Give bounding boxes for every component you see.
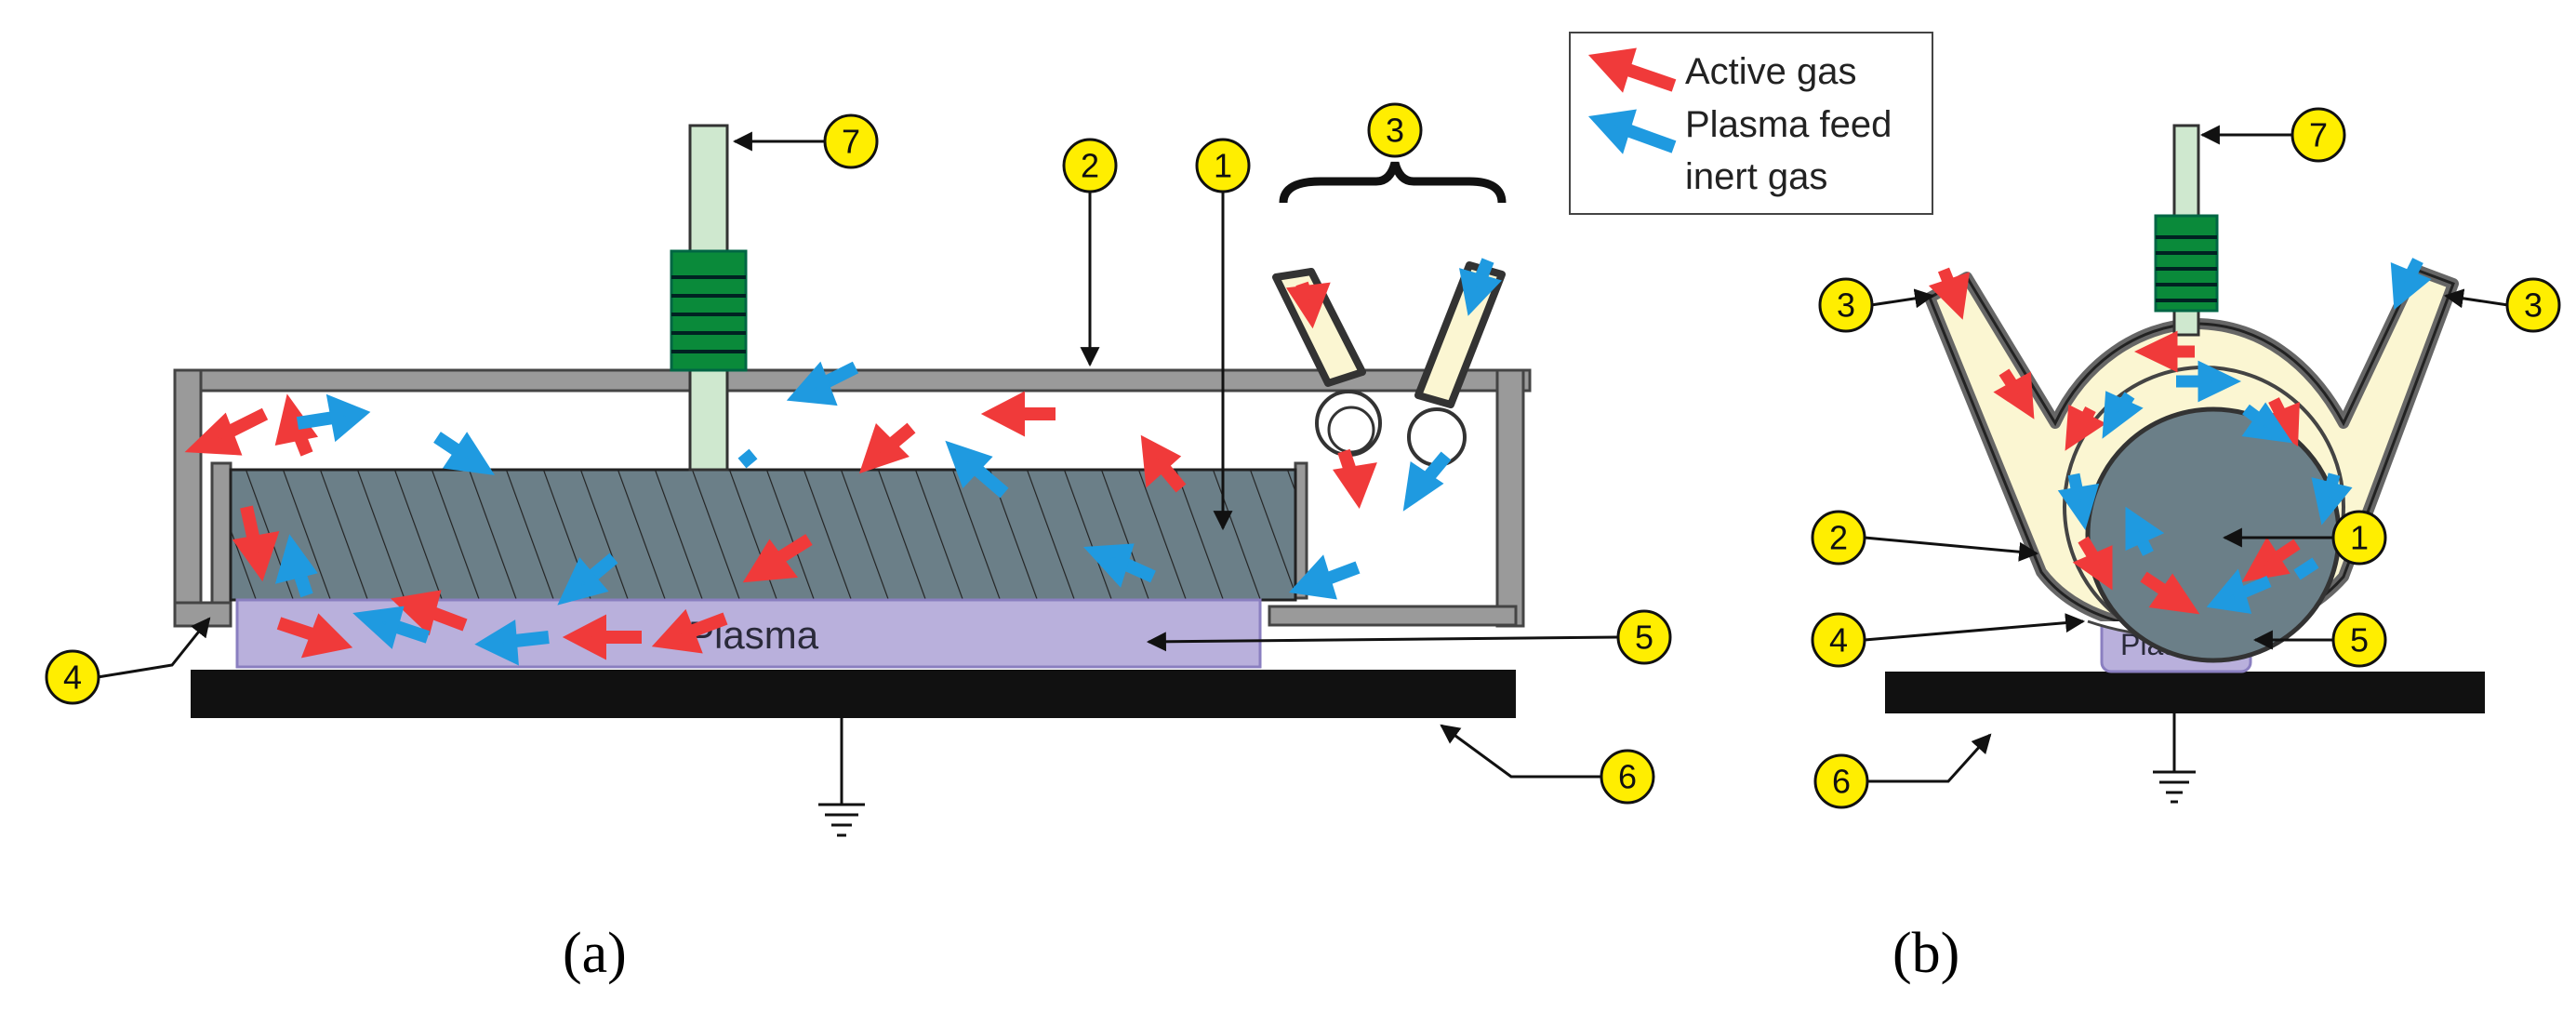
callout-a-2: 2 <box>1062 138 1118 193</box>
callout-a-6: 6 <box>1600 749 1655 805</box>
leaders-a <box>97 131 1619 779</box>
svg-text:1: 1 <box>2350 519 2369 557</box>
ground-plate-a <box>191 670 1516 718</box>
housing-bottom-right-a <box>1268 605 1518 627</box>
gas-arrows-a <box>184 258 1502 666</box>
brace-3-a <box>1279 161 1507 204</box>
callout-b-2: 2 <box>1811 510 1866 566</box>
housing-right-wall-a <box>1495 368 1525 628</box>
legend-label-plasma-feed: Plasma feed <box>1685 104 1892 145</box>
ground-plate-b <box>1885 672 2485 713</box>
gas-arrows-b <box>1928 258 2432 615</box>
caption-b: (b) <box>1892 922 1959 985</box>
callout-a-4: 4 <box>45 649 100 705</box>
connector-ridges-a <box>671 275 746 353</box>
legend-label-inert-gas: inert gas <box>1685 156 1827 197</box>
housing-inner-left-a <box>210 461 232 609</box>
svg-text:7: 7 <box>842 123 860 161</box>
svg-text:6: 6 <box>1832 763 1851 801</box>
callout-b-6: 6 <box>1813 753 1869 809</box>
svg-text:5: 5 <box>2350 621 2369 659</box>
ground-symbol-a-icon <box>818 718 865 837</box>
callout-a-7: 7 <box>823 113 879 169</box>
gas-inlet-tube-left-a <box>1272 268 1382 457</box>
callout-b-7: 7 <box>2291 107 2346 163</box>
legend-inert-gas-arrow <box>1587 109 1677 154</box>
legend-label-active-gas: Active gas <box>1685 51 1857 92</box>
callout-b-1: 1 <box>2331 510 2387 566</box>
panel-a: Plasma <box>173 124 1532 837</box>
legend: Active gas Plasma feed inert gas <box>1569 32 1933 215</box>
callout-b-3-left: 3 <box>1818 277 1874 333</box>
callouts: 7 2 1 3 5 4 6 7 3 3 2 1 4 5 6 <box>45 102 2561 809</box>
callout-b-3-right: 3 <box>2505 277 2561 333</box>
connector-ridges-b <box>2156 235 2217 302</box>
callout-b-4: 4 <box>1811 612 1866 668</box>
housing-left-wall-a <box>173 368 203 628</box>
leaders-b <box>1864 125 2509 783</box>
svg-text:4: 4 <box>63 659 82 697</box>
callout-a-1: 1 <box>1195 138 1251 193</box>
panel-b: Plasma <box>1885 124 2485 804</box>
svg-text:1: 1 <box>1214 147 1232 185</box>
housing-corner-a <box>173 601 232 628</box>
svg-text:2: 2 <box>1081 147 1099 185</box>
caption-a: (a) <box>563 922 627 985</box>
legend-active-gas-arrow <box>1587 47 1677 93</box>
svg-text:4: 4 <box>1829 621 1848 659</box>
svg-text:3: 3 <box>1837 286 1855 325</box>
callout-b-5: 5 <box>2331 612 2387 668</box>
callout-a-3: 3 <box>1367 102 1423 158</box>
svg-text:3: 3 <box>1386 112 1404 150</box>
ground-symbol-b-icon <box>2153 713 2196 804</box>
svg-text:5: 5 <box>1635 619 1653 657</box>
callout-a-5: 5 <box>1616 609 1672 665</box>
svg-text:6: 6 <box>1618 758 1637 796</box>
svg-text:3: 3 <box>2524 286 2543 325</box>
connector-b <box>2154 214 2219 313</box>
svg-text:7: 7 <box>2309 116 2328 154</box>
svg-text:2: 2 <box>1829 519 1848 557</box>
